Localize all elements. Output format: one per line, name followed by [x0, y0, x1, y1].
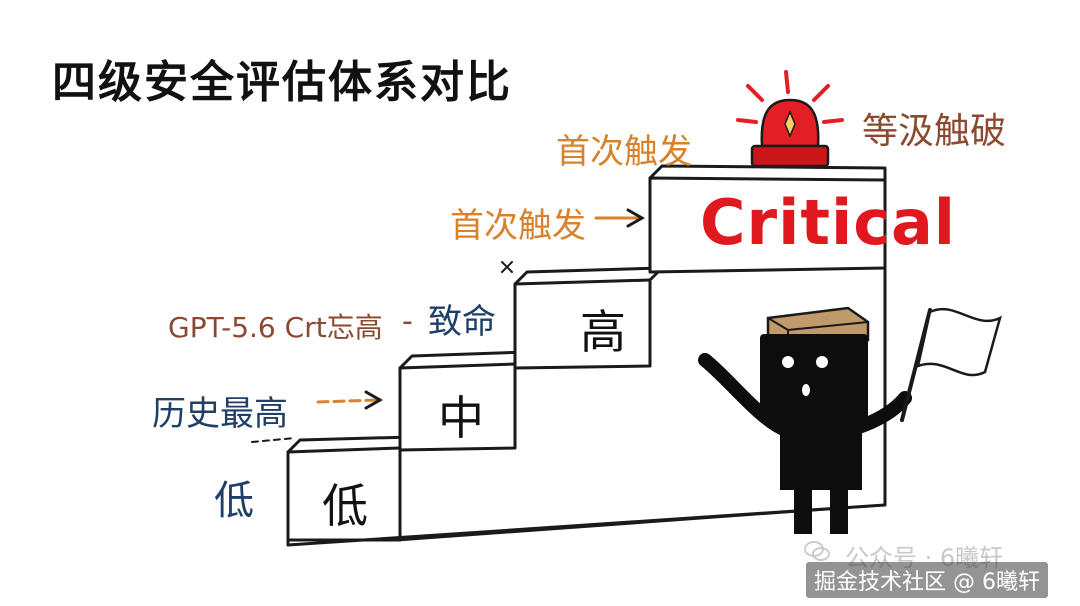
annotation-dash: - [402, 304, 413, 339]
annotation-history-high: 历史最高 [152, 394, 288, 434]
step-label-high: 高 [580, 305, 626, 359]
step-label-medium: 中 [438, 391, 484, 445]
white-flag-icon [900, 307, 1002, 422]
annotation-equal-level: 等汲触破 [862, 111, 1007, 152]
source-badge: 掘金技术社区 @ 6曦轩 [806, 562, 1048, 598]
annotation-gpt-note: GPT-5.6 Crt忘高 [168, 311, 383, 344]
step-label-critical: Critical [700, 186, 957, 259]
arrow-icon [316, 208, 646, 410]
siren-icon [736, 70, 844, 168]
wechat-icon [804, 541, 830, 561]
annotation-first-trigger-1: 首次触发 [556, 132, 692, 172]
annotation-fatal: 致命 [428, 302, 496, 342]
page-title: 四级安全评估体系对比 [52, 57, 512, 108]
step-medium [398, 350, 529, 452]
character-icon [698, 306, 912, 534]
step-high [513, 266, 664, 370]
step-label-low: 低 [322, 479, 368, 533]
dash-marker [251, 437, 296, 443]
annotation-first-trigger-2: 首次触发 [450, 206, 586, 246]
cross-marker [501, 261, 513, 273]
annotation-low: 低 [214, 478, 254, 524]
